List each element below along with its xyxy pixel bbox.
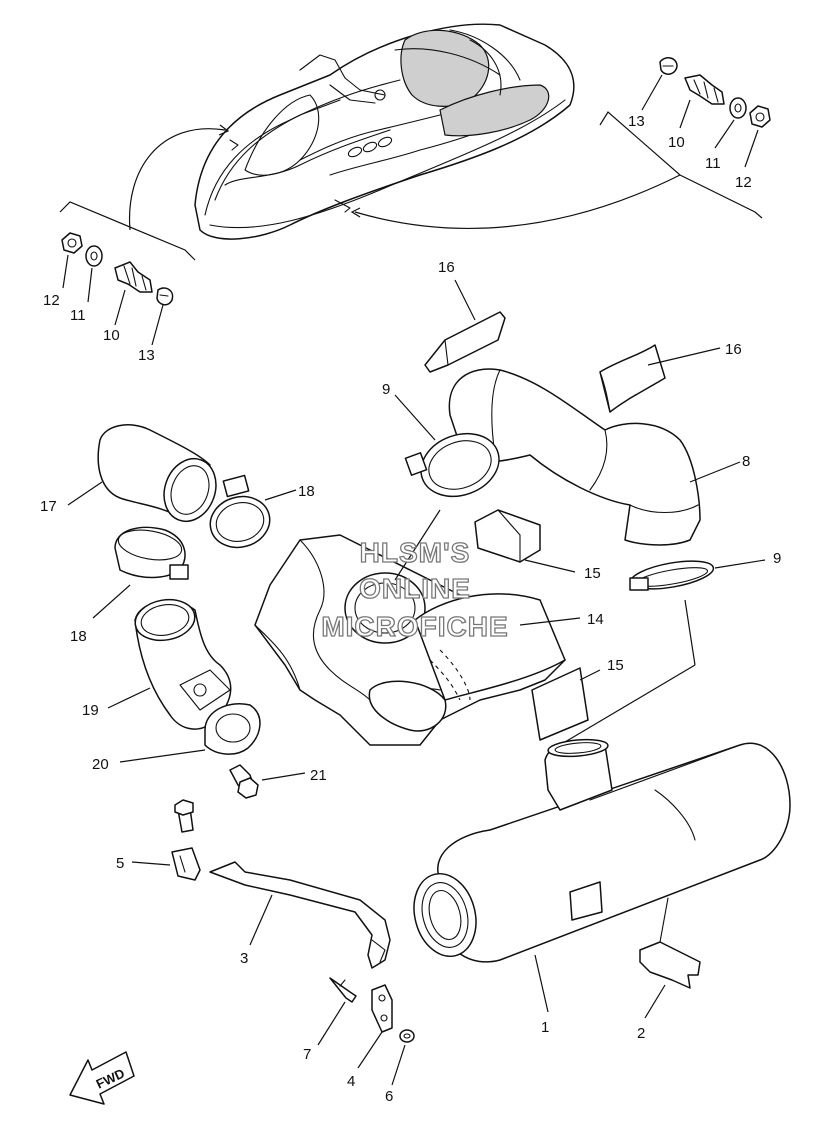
callout-19: 19: [82, 702, 99, 719]
callout-11-left: 11: [70, 307, 86, 324]
elbow-17: [67, 424, 217, 523]
pad-15-lower: [531, 667, 601, 741]
clamp-9-lower: [629, 559, 766, 591]
bolt-7: [317, 977, 357, 1046]
callout-14: 14: [587, 611, 604, 628]
callout-13-left: 13: [138, 347, 155, 364]
clamp-18-upper: [209, 474, 297, 549]
callout-4: 4: [347, 1073, 355, 1090]
elbow-19: [107, 598, 232, 730]
callout-2: 2: [637, 1025, 645, 1042]
gasket-20: [119, 703, 261, 763]
callout-18-lower: 18: [70, 628, 87, 645]
clip-13-right: [659, 57, 678, 75]
watermark-line-3: MICROFICHE: [321, 611, 508, 642]
left-fitting-group: [59, 201, 196, 346]
clip-13-left: [156, 287, 174, 306]
callout-21: 21: [310, 767, 327, 784]
callout-6: 6: [385, 1088, 393, 1105]
washer-11-right: [729, 97, 747, 119]
callout-labels: 13 10 11 12 12 11 10 13 16 16 9 8 17 18 …: [40, 113, 781, 1105]
callout-18-upper: 18: [298, 483, 315, 500]
clamp-9-upper: [394, 394, 500, 498]
callout-10-right: 10: [668, 134, 685, 151]
right-fitting-group: [599, 57, 771, 219]
washer-6: [391, 1029, 415, 1086]
callout-16-lower: 16: [725, 341, 742, 358]
washer-11-left: [85, 245, 103, 267]
pad-16-lower: [599, 344, 721, 413]
fitting-10-right: [684, 74, 725, 105]
callout-16-upper: 16: [438, 259, 455, 276]
strap-3: [209, 861, 391, 969]
callout-12-left: 12: [43, 292, 60, 309]
callout-15-lower: 15: [607, 657, 624, 674]
watermark-line-1: HLSM'S: [360, 537, 471, 568]
bracket-4: [357, 984, 393, 1069]
callout-12-right: 12: [735, 174, 752, 191]
callout-15-upper: 15: [584, 565, 601, 582]
muffler-1: [413, 738, 791, 1013]
callout-9-upper: 9: [382, 381, 390, 398]
pad-15-upper: [474, 509, 576, 573]
watermark-line-2: ONLINE: [359, 573, 471, 604]
watercraft-illustration: [128, 23, 681, 240]
callout-7: 7: [303, 1046, 311, 1063]
nut-12-left: [61, 232, 83, 254]
callout-8: 8: [742, 453, 750, 470]
clamp-18-lower: [92, 526, 189, 619]
callout-11-right: 11: [705, 155, 721, 172]
callout-5: 5: [116, 855, 124, 872]
pad-16-upper: [424, 279, 506, 373]
callout-13-right: 13: [628, 113, 645, 130]
watermark: HLSM'S ONLINE MICROFICHE: [321, 536, 509, 642]
callout-3: 3: [240, 950, 248, 967]
fitting-10-left: [114, 261, 153, 293]
callout-9-lower: 9: [773, 550, 781, 567]
bracket-2: [639, 897, 701, 1019]
fwd-arrow-icon: FWD: [69, 1051, 135, 1105]
callout-17: 17: [40, 498, 57, 515]
callout-10-left: 10: [103, 327, 120, 344]
bolt-21: [229, 764, 306, 799]
clip-5: [131, 799, 201, 881]
expansion-chamber-14: [254, 534, 581, 746]
nut-12-right: [749, 105, 771, 128]
callout-1: 1: [541, 1019, 549, 1036]
callout-20: 20: [92, 756, 109, 773]
